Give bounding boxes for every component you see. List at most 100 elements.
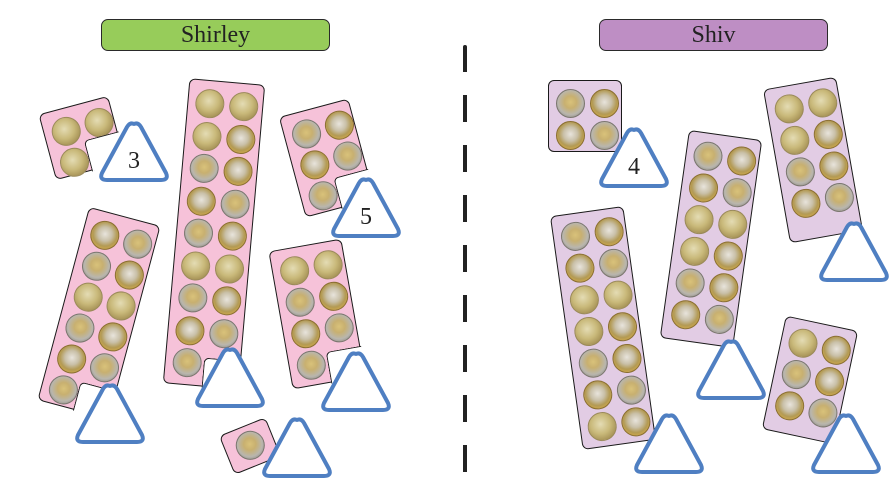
shirley-name: Shirley [180,21,251,48]
triangle-icon [599,127,669,188]
shiv-answer-triangle-3[interactable] [693,336,769,406]
triangle-icon [696,339,766,400]
coin-icon [772,388,807,424]
shirley-answer-triangle-3[interactable]: 5 [328,174,404,244]
shirley-answer-triangle-2[interactable] [192,344,268,414]
coin-icon [811,117,846,152]
coin-icon [191,120,223,152]
triangle-icon [321,351,391,412]
triangle-icon [75,383,145,444]
coin-icon [563,251,597,285]
coin-icon [581,378,615,412]
shiv-answer-triangle-5[interactable] [808,410,884,480]
coin-icon [228,90,260,123]
shirley-answer-triangle-5[interactable] [318,348,394,418]
coin-icon [219,188,251,220]
coin-icon [322,311,357,345]
coin-icon [559,220,592,253]
coin-icon [669,298,703,332]
coin-icon [819,333,854,368]
coin-grid [556,89,620,153]
coin-icon [772,92,807,126]
coin-icon [568,283,601,317]
triangle-icon [99,121,169,182]
coin-icon [119,226,156,262]
coin-icon [707,271,741,305]
shiv-answer-triangle-4[interactable] [816,218,889,288]
coin-icon [62,310,98,346]
coin-icon [678,234,711,268]
coin-icon [329,138,366,174]
shiv-coin-card-4 [548,80,622,152]
coin-icon [70,279,106,315]
coin-icon [691,139,725,173]
shiv-name-tag: Shiv [599,19,828,51]
coin-icon [179,249,212,282]
triangle-icon [195,347,265,408]
coin-icon [321,107,358,143]
coin-icon [789,186,823,221]
coin-icon [817,149,851,183]
coin-icon [216,220,249,252]
coin-icon [673,266,707,300]
coin-icon [601,278,635,312]
coin-icon [779,357,814,392]
triangle-label: 4 [628,154,640,180]
coin-icon [225,123,257,155]
shirley-answer-triangle-4[interactable] [72,380,148,450]
coin-icon [211,285,243,317]
coin-icon [277,253,312,288]
coin-icon [111,257,148,293]
dashed-divider [463,45,467,475]
triangle-label: 3 [128,148,140,174]
triangle-icon [262,417,332,478]
coin-icon [606,310,639,344]
shiv-answer-triangle-2[interactable] [631,410,707,480]
shirley-name-tag: Shirley [101,19,330,51]
coin-icon [283,285,317,320]
coin-icon [177,282,209,314]
coin-icon [53,341,90,377]
coin-icon [592,215,626,249]
coin-grid [171,87,260,385]
coin-icon [682,203,716,237]
coin-icon [585,410,619,443]
coin-icon [725,144,759,178]
coin-grid [669,139,759,339]
coin-icon [687,171,720,205]
coin-icon [812,364,847,399]
coin-icon [95,319,131,355]
coin-icon [716,208,750,241]
coin-icon [78,248,115,285]
shiv-coin-card-12 [659,129,763,349]
triangle-label: 5 [360,204,372,230]
coin-icon [556,121,585,150]
shiv-name: Shiv [691,21,736,48]
coin-icon [572,315,606,348]
shiv-answer-triangle-1[interactable]: 4 [596,124,672,194]
coin-icon [576,346,610,380]
coin-icon [288,316,323,351]
coin-icon [610,342,644,375]
triangle-icon [331,177,401,238]
shirley-answer-triangle-1[interactable]: 3 [96,118,172,188]
triangle-icon [634,413,704,474]
coin-icon [288,116,325,152]
coin-icon [783,155,818,189]
coin-icon [188,152,220,185]
triangle-icon [811,413,881,474]
coin-icon [822,180,857,215]
coin-icon [48,113,85,150]
coin-icon [556,89,585,118]
shirley-coin-card-17 [162,78,266,391]
coin-icon [87,217,123,254]
coin-icon [213,252,246,285]
shirley-answer-triangle-6[interactable] [259,414,335,484]
coin-icon [194,87,226,120]
coin-icon [778,123,812,158]
coin-grid [772,86,857,223]
triangle-icon [819,221,889,282]
coin-icon [720,176,754,210]
coin-icon [185,185,218,217]
coin-icon [103,288,139,324]
